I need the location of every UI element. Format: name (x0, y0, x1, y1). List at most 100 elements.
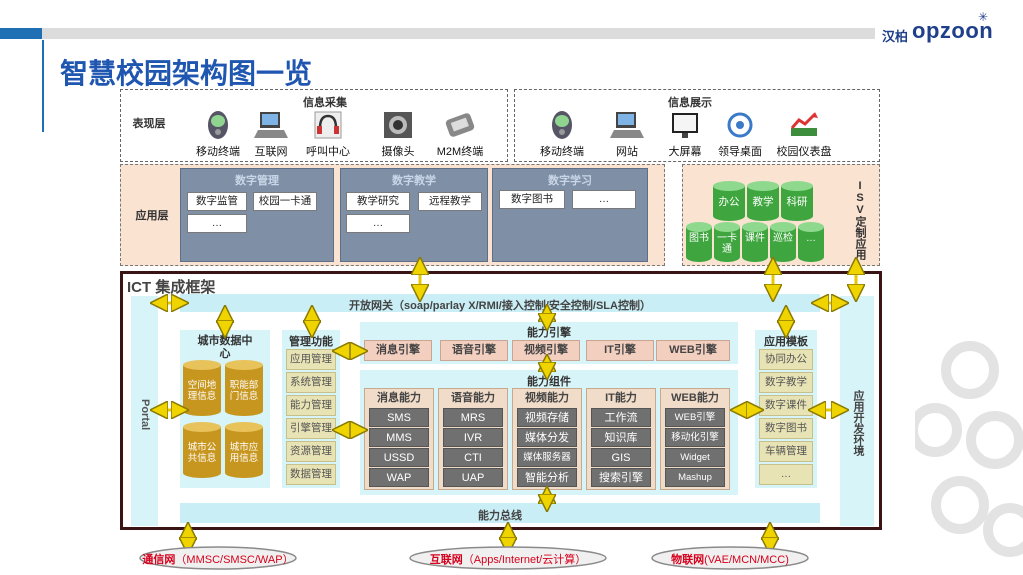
engine-button[interactable]: 语音引擎 (440, 340, 508, 361)
app-item-button[interactable]: … (572, 190, 636, 209)
component-button[interactable]: WEB引擎 (665, 408, 725, 427)
header-vertical-line (42, 40, 44, 132)
network-cloud: 物联网(VAE/MCN/MCC) (650, 545, 810, 571)
template-item-button[interactable]: 数字课件 (759, 395, 813, 416)
display-item: 移动终端 (532, 110, 592, 159)
network-name: 互联网 (429, 554, 463, 566)
component-column-title: IT能力 (605, 392, 637, 404)
network-cloud-label: 物联网(VAE/MCN/MCC) (650, 551, 810, 567)
template-item-button[interactable]: … (759, 464, 813, 485)
isv-cylinder-label: 图书 (689, 233, 709, 244)
component-button[interactable]: 视频存储 (517, 408, 577, 427)
component-button[interactable]: 工作流 (591, 408, 651, 427)
component-button[interactable]: 搜索引擎 (591, 468, 651, 487)
isv-cylinder[interactable]: … (798, 222, 824, 262)
computer-icon (610, 112, 644, 138)
city-data-cylinder-label: 职能部门信息 (229, 380, 259, 402)
m2m-device-icon (445, 113, 475, 137)
component-button[interactable]: Widget (665, 448, 725, 467)
component-button[interactable]: USSD (369, 448, 429, 467)
template-item-button[interactable]: 数字教学 (759, 372, 813, 393)
app-item-button[interactable]: 数字监管 (187, 192, 247, 211)
app-item-button[interactable]: 校园一卡通 (253, 192, 317, 211)
application-layer-label: 应用层 (135, 210, 169, 222)
app-item-button[interactable]: … (187, 214, 247, 233)
component-button[interactable]: MRS (443, 408, 503, 427)
dev-env-label: 应用开发环境 (852, 390, 864, 456)
management-item-button[interactable]: 资源管理 (286, 441, 336, 462)
city-data-cylinder: 城市应用信息 (225, 422, 263, 478)
app-item-button[interactable]: 数字图书 (499, 190, 565, 209)
portal-label: Portal (139, 399, 151, 431)
cloud-icon (651, 546, 809, 570)
component-button[interactable]: 媒体分发 (517, 428, 577, 447)
templates-title: 应用模板 (764, 336, 808, 348)
component-button[interactable]: MMS (369, 428, 429, 447)
cloud-icon (409, 546, 607, 570)
template-item-button[interactable]: 协同办公 (759, 349, 813, 370)
component-button[interactable]: GIS (591, 448, 651, 467)
component-button[interactable]: 知识库 (591, 428, 651, 447)
collect-item: 摄像头 (368, 110, 428, 159)
network-detail: （Apps/Internet/云计算） (462, 554, 587, 566)
isv-cylinder[interactable]: 办公 (713, 181, 745, 221)
isv-cylinder[interactable]: 课件 (742, 222, 768, 262)
template-item-button[interactable]: 数字图书 (759, 418, 813, 439)
component-button[interactable]: 移动化引擎 (665, 428, 725, 447)
component-column-title: 视频能力 (525, 392, 569, 404)
isv-cylinder[interactable]: 教学 (747, 181, 779, 221)
management-item-button[interactable]: 引擎管理 (286, 418, 336, 439)
app-group-title: 数字教学 (392, 175, 436, 187)
gateway-bar (180, 294, 820, 312)
desktop-icon (727, 112, 753, 138)
component-button[interactable]: IVR (443, 428, 503, 447)
network-cloud-label: 互联网（Apps/Internet/云计算） (408, 551, 608, 567)
management-item-button[interactable]: 系统管理 (286, 372, 336, 393)
isv-cylinder[interactable]: 科研 (781, 181, 813, 221)
city-data-cylinder-label: 城市应用信息 (229, 442, 259, 464)
component-button[interactable]: Mashup (665, 468, 725, 487)
collect-item: M2M终端 (430, 110, 490, 159)
collect-item: 移动终端 (188, 110, 248, 159)
mobile-phone-icon (208, 111, 228, 139)
component-button[interactable]: CTI (443, 448, 503, 467)
management-item-button[interactable]: 数据管理 (286, 464, 336, 485)
component-button[interactable]: 媒体服务器 (517, 448, 577, 467)
component-button[interactable]: WAP (369, 468, 429, 487)
template-item-button[interactable]: 车辆管理 (759, 441, 813, 462)
decorative-rings (915, 341, 1023, 557)
cloud-icon (139, 546, 297, 570)
logo-cn: 汉柏 (882, 29, 909, 44)
isv-cylinder[interactable]: 一卡通 (714, 222, 740, 262)
display-item: 校园仪表盘 (774, 110, 834, 159)
app-item-button[interactable]: 教学研究 (346, 192, 410, 211)
display-item: 领导桌面 (710, 110, 770, 159)
monitor-icon (672, 113, 698, 138)
info-display-box (514, 89, 880, 162)
isv-cylinder-label: 教学 (752, 196, 774, 208)
component-button[interactable]: SMS (369, 408, 429, 427)
headset-icon (314, 111, 342, 139)
engine-button[interactable]: 视频引擎 (512, 340, 580, 361)
engine-button[interactable]: WEB引擎 (656, 340, 730, 361)
management-item-button[interactable]: 应用管理 (286, 349, 336, 370)
isv-cylinder[interactable]: 图书 (686, 222, 712, 262)
component-column-title: 消息能力 (377, 392, 421, 404)
collect-item: 呼叫中心 (298, 110, 358, 159)
computer-icon (254, 112, 288, 138)
management-item-button[interactable]: 能力管理 (286, 395, 336, 416)
city-data-cylinder-label: 城市公共信息 (187, 442, 217, 464)
city-data-cylinder-label: 空间地理信息 (187, 380, 217, 402)
component-button[interactable]: UAP (443, 468, 503, 487)
app-item-button[interactable]: … (346, 214, 410, 233)
engine-button[interactable]: IT引擎 (586, 340, 654, 361)
brand-logo: 汉柏 opzoon ✳ (882, 10, 1012, 48)
dashboard-icon (790, 112, 818, 136)
collect-item: 互联网 (241, 110, 301, 159)
app-item-button[interactable]: 远程教学 (418, 192, 482, 211)
